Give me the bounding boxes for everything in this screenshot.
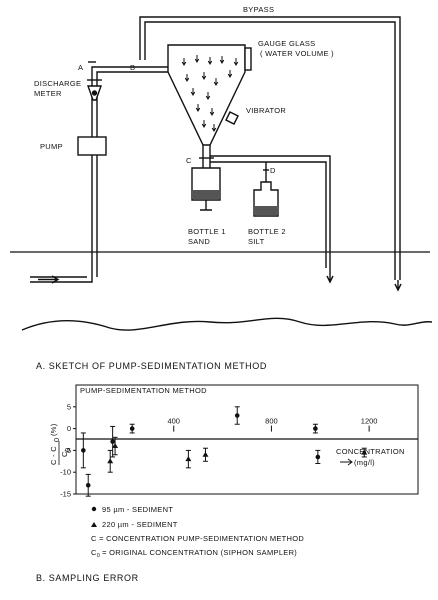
point-220um: [107, 458, 114, 464]
definition-c0-text: = ORIGINAL CONCENTRATION (SIPHON SAMPLER…: [102, 548, 297, 557]
point-220um: [185, 456, 192, 462]
caption-a: A. SKETCH OF PUMP-SEDIMENTATION METHOD: [36, 361, 267, 371]
bottle2-label: BOTTLE 2: [248, 227, 286, 236]
y-tick-label: -10: [60, 468, 71, 477]
pump-label: PUMP: [40, 142, 63, 151]
label-c: C: [186, 156, 192, 165]
bypass-label: BYPASS: [243, 5, 274, 14]
point-95um: [234, 413, 240, 418]
x-axis-ticks: 400 800 1200: [167, 417, 377, 432]
legend: 95 µm - SEDIMENT 220 µm - SEDIMENT C = C…: [91, 505, 304, 559]
x-tick-label: 800: [265, 417, 278, 426]
definition-c: C = CONCENTRATION PUMP-SEDIMENTATION MET…: [91, 534, 304, 543]
definition-c0-sub: 0: [97, 553, 100, 559]
y-axis-ticks: 50-5-10-15: [60, 402, 76, 499]
bottle-1: [191, 167, 221, 211]
point-95um: [81, 448, 86, 453]
y-tick-label: -5: [64, 446, 71, 455]
outflow-arrow: [326, 268, 334, 284]
x-axis-arrow: [340, 458, 353, 466]
supply-pipe: [30, 66, 168, 283]
pump-box: [77, 136, 107, 156]
legend-triangle-marker: [91, 522, 97, 527]
caption-b: B. SAMPLING ERROR: [36, 573, 139, 583]
point-95um: [129, 426, 135, 431]
label-d: D: [270, 166, 276, 175]
particle-arrow: [195, 104, 201, 112]
definition-c0: C0= ORIGINAL CONCENTRATION (SIPHON SAMPL…: [91, 548, 297, 559]
y-axis-label-top: C - C: [49, 446, 58, 465]
y-axis-label-bottom-sub: 0: [63, 448, 72, 452]
riverbed-line: [21, 317, 433, 331]
sketch-diagram: [10, 16, 433, 331]
bottle1-label: BOTTLE 1: [188, 227, 226, 236]
particle-arrow: [209, 108, 215, 116]
point-95um: [315, 454, 321, 460]
point-220um: [202, 451, 209, 457]
vibrator-label: VIBRATOR: [246, 106, 286, 115]
legend-circle-label: 95 µm - SEDIMENT: [102, 505, 173, 514]
sand-label: SAND: [188, 237, 210, 246]
x-tick-label: 400: [167, 417, 180, 426]
point-95um: [85, 482, 91, 488]
y-axis-label: C - C 0 (%) C 0: [49, 423, 72, 465]
discharge-meter: [87, 79, 102, 101]
y-axis-label-unit: (%): [49, 423, 58, 436]
legend-triangle-label: 220 µm - SEDIMENT: [102, 520, 178, 529]
y-axis-label-sub: 0: [52, 438, 61, 442]
y-axis-label-bottom: C: [60, 451, 69, 457]
discharge-label: DISCHARGE: [34, 79, 81, 88]
y-tick-label: 5: [67, 402, 71, 411]
label-a: A: [78, 63, 83, 72]
vibrator: [225, 111, 239, 125]
silt-label: SILT: [248, 237, 265, 246]
sediment-particles: [181, 55, 239, 132]
water-volume-label: ( WATER VOLUME ): [260, 49, 334, 58]
particle-arrow: [219, 56, 225, 64]
point-95um: [313, 426, 318, 431]
bottle-2: [253, 181, 279, 217]
particle-arrow: [233, 58, 239, 66]
particle-arrow: [213, 78, 219, 86]
bypass-outflow-arrow: [394, 280, 402, 292]
point-220um: [361, 449, 368, 455]
particle-arrow: [205, 92, 211, 100]
y-tick-label: -15: [60, 490, 71, 499]
meter-label: METER: [34, 89, 62, 98]
particle-arrow: [211, 124, 217, 132]
particle-arrow: [201, 72, 207, 80]
chart-title: PUMP-SEDIMENTATION METHOD: [80, 386, 207, 395]
y-tick-label: 0: [67, 424, 71, 433]
legend-circle-marker: [91, 506, 97, 512]
chart: PUMP-SEDIMENTATION METHOD 50-5-10-15 400…: [49, 384, 419, 499]
particle-arrow: [184, 74, 190, 82]
particle-arrow: [227, 70, 233, 78]
silt-outlet-pipe: [210, 155, 331, 268]
inflow-arrow: [38, 275, 60, 284]
particle-arrow: [201, 120, 207, 128]
point-220um: [112, 443, 119, 449]
particle-arrow: [181, 58, 187, 66]
x-axis-unit: (mg/l): [354, 458, 375, 467]
particle-arrow: [207, 57, 213, 65]
particle-arrow: [190, 88, 196, 96]
point-95um: [110, 439, 115, 444]
gauge-glass: [244, 47, 252, 71]
gauge-glass-label: GAUGE GLASS: [258, 39, 316, 48]
x-axis-label: CONCENTRATION: [336, 447, 405, 456]
bypass-pipe: [139, 16, 401, 280]
label-b: B: [130, 63, 135, 72]
x-tick-label: 1200: [361, 417, 378, 426]
tank-outlet: [202, 145, 211, 168]
data-points: [80, 406, 368, 497]
particle-arrow: [194, 55, 200, 63]
